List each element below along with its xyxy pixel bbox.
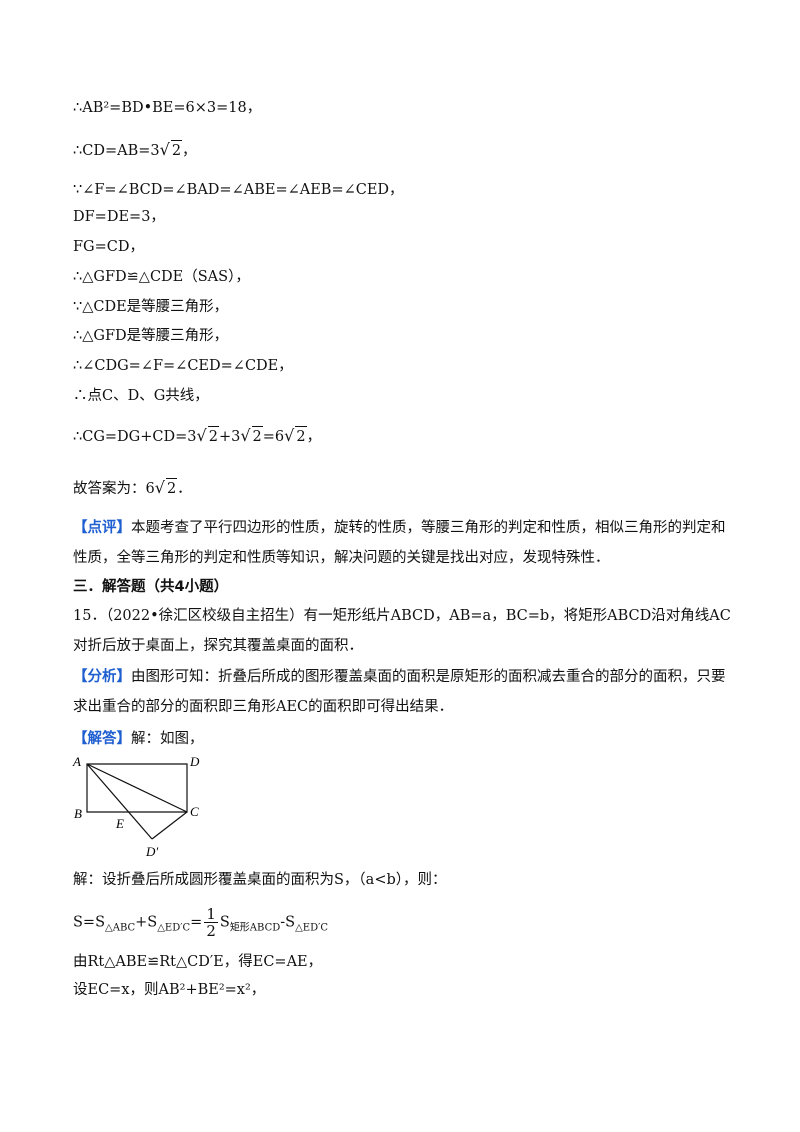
segment-d-prime-c	[151, 811, 188, 840]
analysis-paragraph: 【分析】由图形可知：折叠后所成的图形覆盖桌面的面积是原矩形的面积减去重合的部分的…	[73, 668, 726, 715]
problem-15: 15．（2022•徐汇区校级自主招生）有一矩形纸片ABCD，AB=a，BC=b，…	[73, 608, 731, 654]
solution-step-1: 解：设折叠后所成圆形覆盖桌面的面积为S，（a<b），则：	[73, 872, 447, 888]
solution-tag: 【解答】	[73, 730, 131, 747]
folded-rectangle-figure: A D B C E D′	[72, 754, 200, 859]
proof-line-9: ∴∠CDG=∠F=∠CED=∠CDE，	[73, 358, 293, 374]
label-d-prime: D′	[145, 844, 158, 859]
proof-line-1: ∴AB²=BD•BE=6×3=18，	[73, 100, 262, 116]
solution-step-4: 设EC=x，则AB²+BE²=x²，	[73, 982, 266, 998]
label-c: C	[190, 804, 199, 819]
label-b: B	[74, 806, 82, 821]
proof-line-8: ∴△GFD是等腰三角形，	[73, 328, 229, 344]
comment-tag: 【点评】	[73, 519, 131, 536]
label-e: E	[115, 816, 124, 831]
proof-line-2: ∴CD=AB=3√2，	[73, 140, 197, 159]
analysis-tag: 【分析】	[73, 668, 131, 685]
label-d: D	[189, 754, 200, 769]
proof-line-10: ∴点C、D、G共线，	[73, 388, 209, 404]
proof-line-6: ∴△GFD≌△CDE（SAS），	[73, 269, 250, 285]
solution-line: 【解答】解：如图，	[73, 730, 204, 747]
sqrt-symbol: √2	[159, 140, 183, 159]
sqrt-symbol: √2	[240, 426, 263, 445]
sqrt-symbol: √2	[196, 426, 219, 445]
proof-line-3: ∵∠F=∠BCD=∠BAD=∠ABE=∠AEB=∠CED，	[73, 182, 404, 198]
proof-line-5: FG=CD，	[73, 239, 145, 255]
proof-line-7: ∵△CDE是等腰三角形，	[73, 299, 229, 315]
comment-paragraph: 【点评】本题考查了平行四边形的性质，旋转的性质，等腰三角形的判定和性质，相似三角…	[73, 519, 726, 566]
diagonal-ac	[86, 763, 188, 813]
solution-step-3: 由Rt△ABE≌Rt△CD′E，得EC=AE，	[73, 954, 323, 970]
sqrt-symbol: √2	[284, 426, 307, 445]
section-heading: 三．解答题（共4小题）	[73, 579, 229, 595]
proof-line-11: ∴CG=DG+CD=3√2+3√2=6√2，	[73, 426, 322, 445]
proof-line-4: DF=DE=3，	[73, 209, 165, 225]
label-a: A	[72, 754, 81, 769]
sqrt-symbol: √2	[154, 478, 178, 497]
answer-line: 故答案为：6√2．	[73, 478, 192, 497]
segment-ad-prime	[86, 763, 153, 840]
